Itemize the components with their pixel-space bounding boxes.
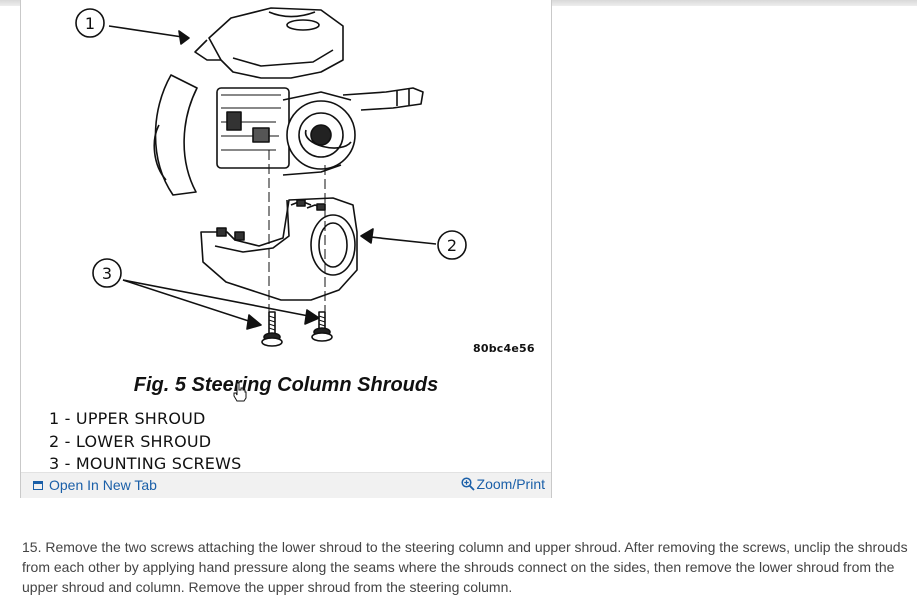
steering-column-shroud-diagram: 1 2 3 <box>75 7 467 347</box>
callout-1-circle <box>75 8 105 38</box>
open-in-new-tab-label: Open In New Tab <box>49 477 157 493</box>
legend-item: 1 - UPPER SHROUD <box>49 409 206 428</box>
callout-2-circle <box>437 230 467 260</box>
legend-item: 3 - MOUNTING SCREWS <box>49 454 242 473</box>
hand-cursor-icon <box>233 382 247 402</box>
figure-legend: 1 - UPPER SHROUD 2 - LOWER SHROUD 3 - MO… <box>49 408 241 476</box>
callout-2-label: 2 <box>447 236 457 255</box>
instruction-step-15: 15. Remove the two screws attaching the … <box>22 539 908 595</box>
callout-3-circle <box>92 258 122 288</box>
figure-panel: 1 2 3 80bc4e56 Fig. 5 Steering Column Sh… <box>20 0 552 498</box>
zoom-print-label: Zoom/Print <box>476 476 545 492</box>
legend-item: 2 - LOWER SHROUD <box>49 431 212 451</box>
figure-action-bar: Open In New Tab Zoom/Print <box>21 472 551 498</box>
figure-caption: Fig. 5 Steering Column Shrouds <box>133 374 439 396</box>
diagram-code: 80bc4e56 <box>473 342 535 355</box>
open-tab-icon <box>33 481 43 490</box>
callout-3-label: 3 <box>102 264 112 283</box>
callout-1-label: 1 <box>85 14 95 33</box>
zoom-print-link[interactable]: Zoom/Print <box>460 476 545 492</box>
magnifier-plus-icon <box>460 477 475 491</box>
open-in-new-tab-link[interactable]: Open In New Tab <box>33 477 157 493</box>
